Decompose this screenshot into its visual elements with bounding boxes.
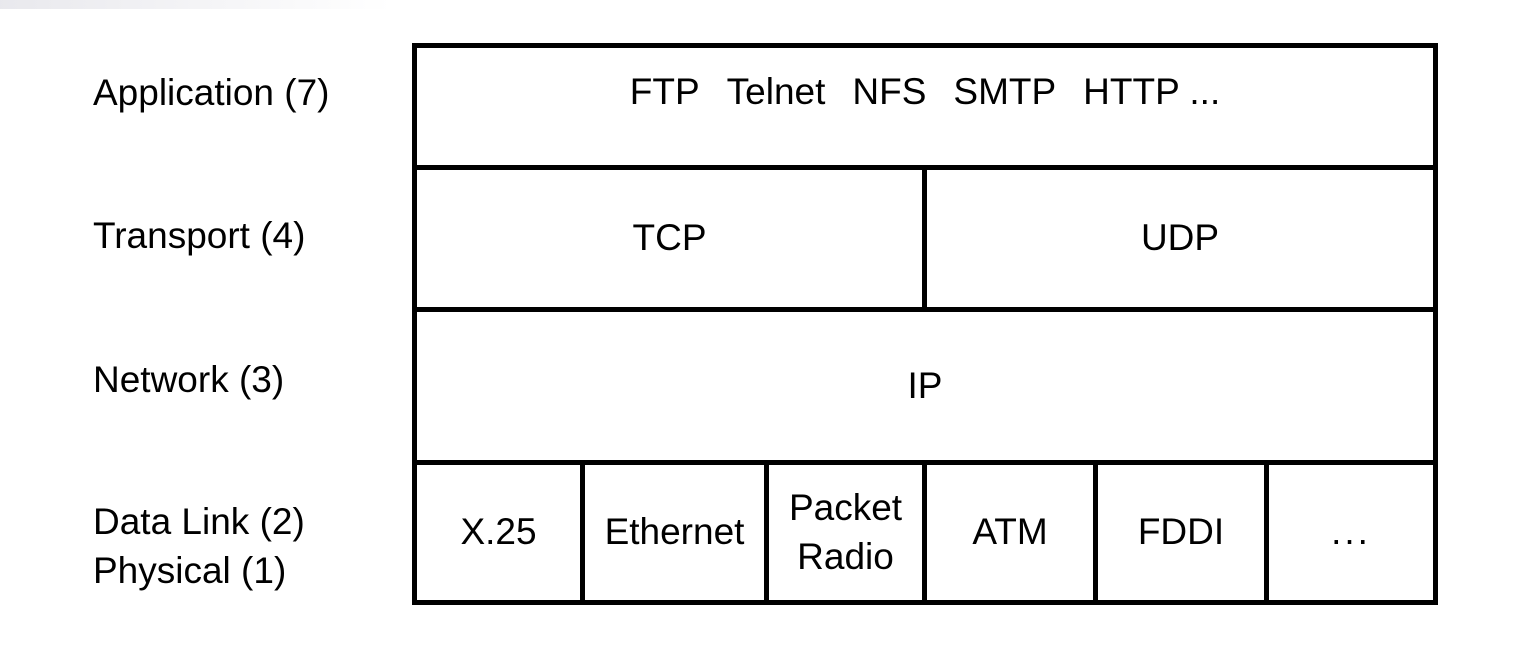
layer-label-datalink-line: Data Link (2): [93, 501, 305, 542]
fddi-cell: FDDI: [1098, 465, 1269, 600]
x25-cell: X.25: [417, 465, 585, 600]
packet-radio-cell: Packet Radio: [769, 465, 927, 600]
protocol-http-etc: HTTP ...: [1083, 71, 1221, 112]
screenshot-edge-artifact: [0, 0, 392, 9]
layer-label-physical-line: Physical (1): [93, 550, 287, 591]
atm-cell: ATM: [927, 465, 1098, 600]
ip-cell: IP: [907, 364, 943, 406]
layer-label-network: Network (3): [93, 359, 285, 400]
layer-label-datalink-physical: Data Link (2) Physical (1): [93, 497, 305, 595]
more-link-protocols-cell: ...: [1331, 511, 1371, 553]
layer-label-transport: Transport (4): [93, 215, 306, 256]
application-protocol-list: FTP Telnet NFS SMTP HTTP ...: [630, 70, 1220, 114]
application-row: FTP Telnet NFS SMTP HTTP ...: [417, 48, 1433, 170]
datalink-row: X.25 Ethernet Packet Radio ATM FDDI ...: [417, 465, 1433, 600]
network-row: IP: [417, 312, 1433, 465]
transport-row: TCP UDP: [417, 170, 1433, 312]
protocol-telnet: Telnet: [726, 71, 826, 112]
protocol-stack-box: FTP Telnet NFS SMTP HTTP ... TCP UDP IP …: [412, 43, 1438, 605]
protocol-ftp: FTP: [629, 71, 700, 112]
protocol-nfs: NFS: [852, 71, 927, 112]
protocol-smtp: SMTP: [953, 71, 1057, 112]
tcp-cell: TCP: [417, 170, 927, 307]
udp-cell: UDP: [1140, 217, 1220, 259]
ethernet-cell: Ethernet: [585, 465, 769, 600]
layer-label-application: Application (7): [93, 72, 330, 113]
